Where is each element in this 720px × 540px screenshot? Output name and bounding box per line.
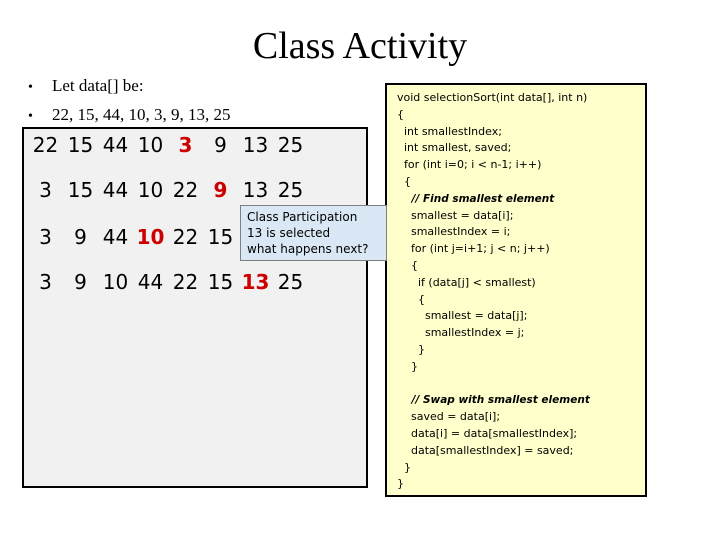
array-number: 15 — [67, 133, 94, 157]
code-line: data[i] = data[smallestIndex]; — [397, 426, 578, 440]
callout-line: Class Participation — [247, 210, 358, 224]
array-number: 22 — [172, 178, 199, 202]
selected-number: 13 — [241, 270, 270, 294]
code-line: saved = data[i]; — [397, 410, 501, 424]
array-number: 15 — [207, 225, 234, 249]
code-line: smallest = data[i]; — [397, 208, 514, 222]
array-number: 22 — [32, 133, 59, 157]
bullet-item: • Let data[] be: — [28, 76, 388, 96]
page-title: Class Activity — [252, 25, 468, 67]
bullet-item: • 22, 15, 44, 10, 3, 9, 13, 25 — [28, 105, 388, 125]
bullet-icon: • — [28, 109, 33, 124]
class-participation-callout: Class Participation 13 is selected what ha… — [240, 205, 387, 261]
selected-number: 3 — [178, 133, 193, 157]
code-line — [397, 376, 645, 393]
code-comment-line: // Swap with smallest element — [397, 394, 590, 407]
code-line: { — [397, 107, 404, 121]
code-line: } — [397, 477, 404, 491]
array-number: 22 — [172, 225, 199, 249]
code-line: { — [397, 292, 425, 306]
callout-line: 13 is selected — [247, 226, 331, 240]
array-number: 10 — [137, 178, 164, 202]
array-number: 15 — [67, 178, 94, 202]
code-line: { — [397, 174, 411, 188]
array-number: 15 — [207, 270, 234, 294]
code-line: smallest = data[j]; — [397, 309, 528, 323]
array-number: 3 — [39, 178, 52, 202]
code-line: } — [397, 460, 411, 474]
array-number: 3 — [39, 225, 52, 249]
array-number: 44 — [102, 225, 129, 249]
array-number: 44 — [102, 178, 129, 202]
array-number: 44 — [102, 133, 129, 157]
array-number: 9 — [74, 225, 87, 249]
array-number: 10 — [137, 133, 164, 157]
bullet-icon: • — [28, 80, 33, 95]
code-line: } — [397, 359, 418, 373]
code-line: } — [397, 342, 425, 356]
array-number: 25 — [277, 270, 304, 294]
array-number: 22 — [172, 270, 199, 294]
array-number: 13 — [242, 178, 269, 202]
code-line: if (data[j] < smallest) — [397, 275, 536, 289]
array-number: 3 — [39, 270, 52, 294]
code-line: data[smallestIndex] = saved; — [397, 443, 574, 457]
sort-step-row: 3 15 44 10 22 9 13 25 — [28, 178, 308, 202]
array-number: 44 — [137, 270, 164, 294]
selected-number: 10 — [136, 225, 165, 249]
code-line: { — [397, 258, 418, 272]
code-line: smallestIndex = j; — [397, 326, 525, 340]
code-line: void selectionSort(int data[], int n) — [397, 91, 588, 104]
array-number: 25 — [277, 178, 304, 202]
array-number: 13 — [242, 133, 269, 157]
selection-sort-code-panel: void selectionSort(int data[], int n) { i… — [385, 83, 647, 497]
array-number: 9 — [214, 133, 227, 157]
bullet-list: • Let data[] be: • 22, 15, 44, 10, 3, 9,… — [28, 76, 388, 134]
code-line: for (int i=0; i < n-1; i++) — [397, 158, 542, 172]
code-line: smallestIndex = i; — [397, 225, 511, 239]
selected-number: 9 — [213, 178, 228, 202]
code-line: int smallestIndex; — [397, 124, 502, 138]
code-line: int smallest, saved; — [397, 141, 512, 155]
callout-line: what happens next? — [247, 242, 369, 256]
code-comment-line: // Find smallest element — [397, 192, 555, 205]
bullet-text: 22, 15, 44, 10, 3, 9, 13, 25 — [52, 105, 231, 124]
bullet-text: Let data[] be: — [52, 76, 144, 95]
array-number: 10 — [102, 270, 129, 294]
array-number: 9 — [74, 270, 87, 294]
code-line: for (int j=i+1; j < n; j++) — [397, 242, 550, 256]
array-number: 25 — [277, 133, 304, 157]
